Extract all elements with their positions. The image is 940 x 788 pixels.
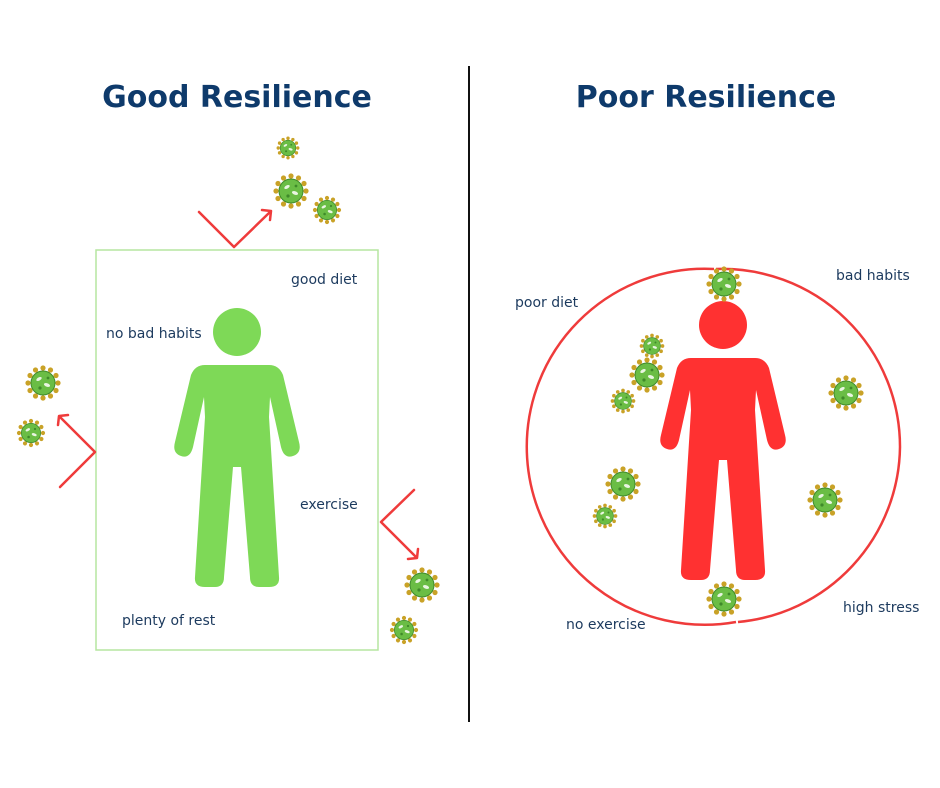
virus-icon [312, 195, 342, 225]
top-deflection-arrow [197, 210, 272, 249]
virus-icon [24, 364, 62, 402]
virus-icon [610, 388, 636, 414]
virus-icon [705, 265, 743, 303]
protective-barrier-box [95, 249, 379, 651]
virus-icon [276, 136, 300, 160]
label-no-bad-habits: no bad habits [106, 326, 202, 342]
deflection-arrows [56, 208, 420, 561]
virus-icon [705, 580, 743, 618]
virus-icon [827, 374, 865, 412]
right-deflection-arrow [379, 488, 418, 559]
virus-icon [806, 481, 844, 519]
virus-icon [592, 503, 618, 529]
label-poor-diet: poor diet [515, 295, 579, 311]
poor-resilience-title: Poor Resilience [575, 80, 837, 115]
label-good-diet: good diet [291, 272, 358, 288]
broken-barrier-circle [525, 267, 902, 626]
good-resilience-title: Good Resilience [102, 80, 372, 115]
virus-icon [389, 615, 419, 645]
left-deflection-arrow [58, 415, 97, 489]
label-high-stress: high stress [843, 600, 920, 616]
label-plenty-of-rest: plenty of rest [122, 613, 216, 629]
healthy-person-figure [174, 308, 300, 587]
virus-icon [16, 418, 46, 448]
label-bad-habits: bad habits [836, 268, 910, 284]
label-exercise: exercise [300, 497, 358, 513]
virus-icon [628, 356, 666, 394]
virus-icon [604, 465, 642, 503]
unhealthy-person-figure [660, 301, 786, 580]
virus-icon [272, 172, 310, 210]
virus-icon [403, 566, 441, 604]
label-no-exercise: no exercise [566, 617, 646, 633]
virus-icon [639, 333, 665, 359]
